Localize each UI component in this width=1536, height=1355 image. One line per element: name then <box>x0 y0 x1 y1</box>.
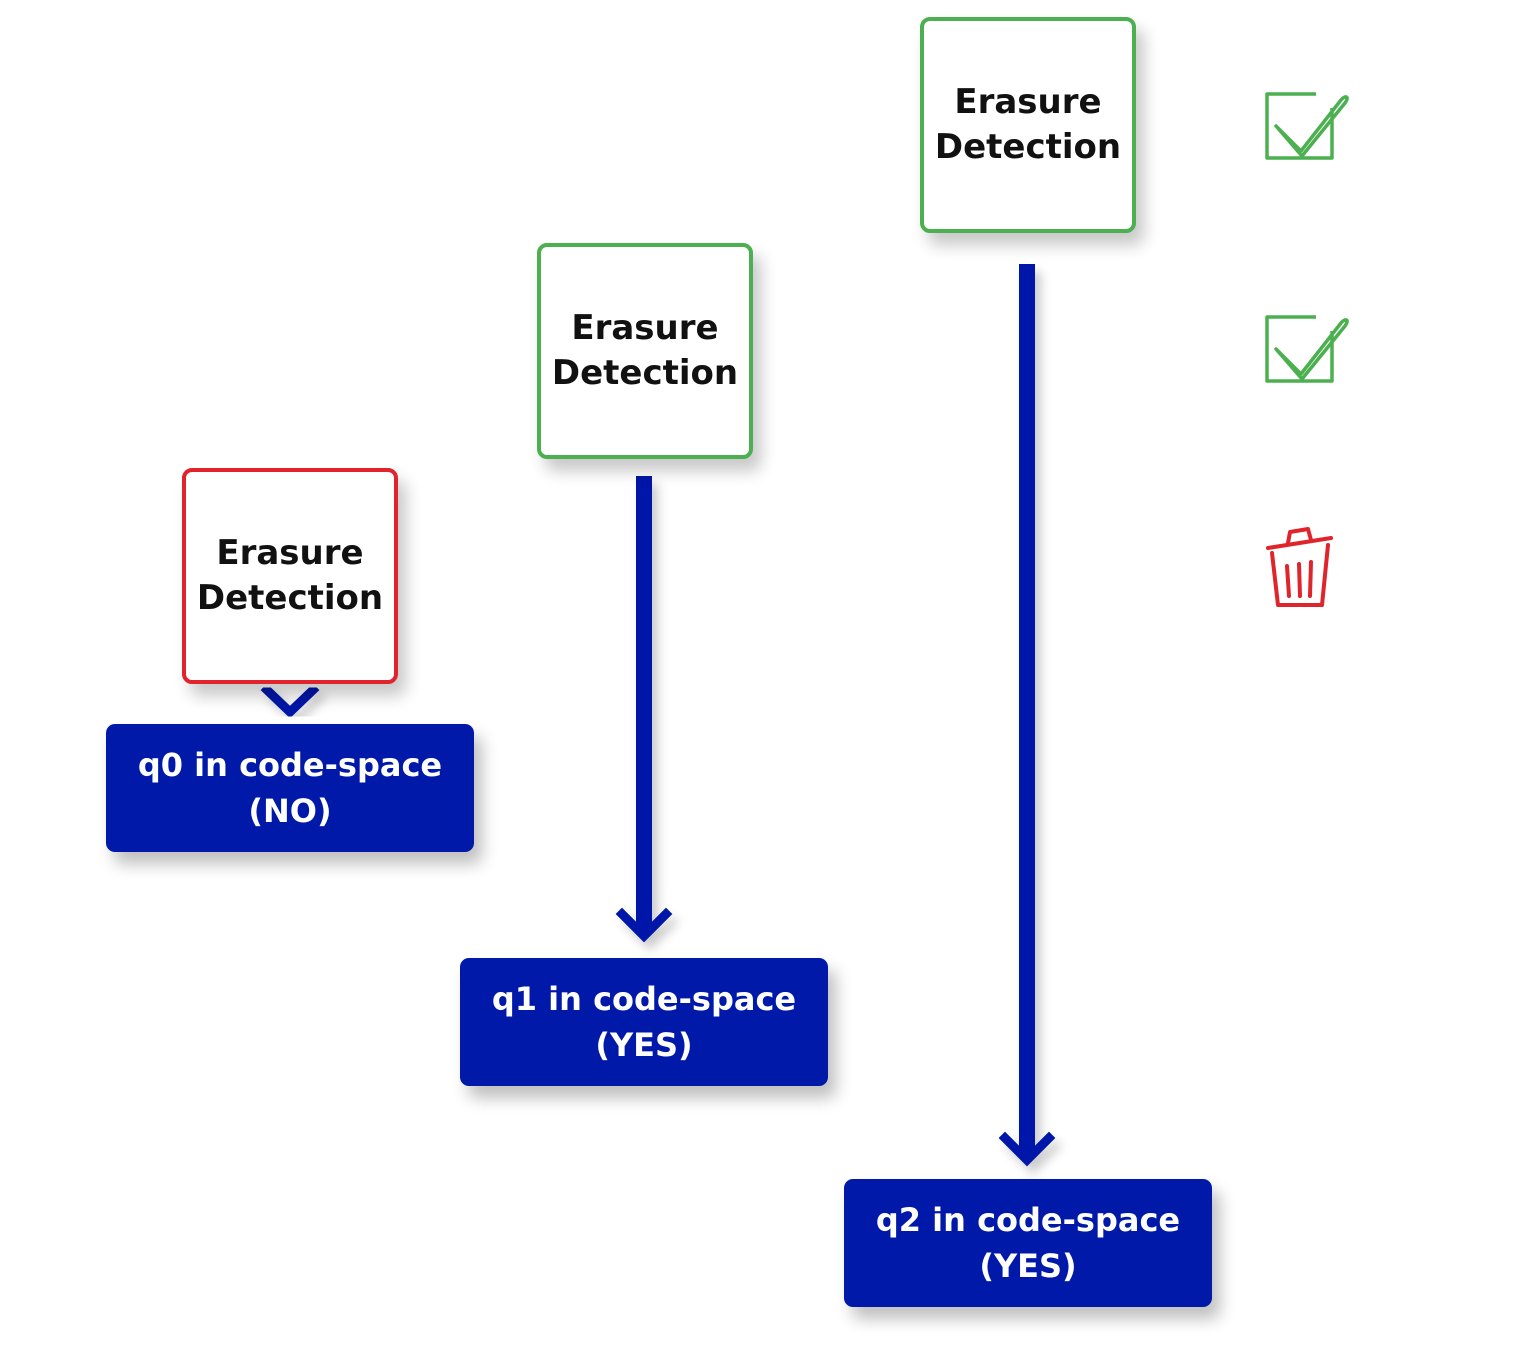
arrow-q1 <box>615 476 673 943</box>
code-space-result-q2: q2 in code-space (YES) <box>844 1179 1212 1307</box>
trash-icon <box>1266 527 1333 607</box>
result-label: q0 in code-space <box>137 746 443 784</box>
checkmark-icon <box>1265 315 1349 383</box>
result-label: q1 in code-space <box>491 980 797 1018</box>
erasure-detection-label: Erasure Detection <box>551 308 739 393</box>
code-space-result-q0: q0 in code-space (NO) <box>106 724 474 852</box>
code-space-result-q1: q1 in code-space (YES) <box>460 958 828 1086</box>
arrow-q0 <box>260 683 320 719</box>
result-verdict: (YES) <box>595 1026 693 1064</box>
arrow-q2 <box>998 264 1056 1167</box>
erasure-detection-label: Erasure Detection <box>196 533 384 618</box>
result-verdict: (NO) <box>248 792 332 830</box>
erasure-detection-box-q0: Erasure Detection <box>182 468 398 684</box>
checkmark-icon <box>1265 92 1349 160</box>
erasure-detection-box-q2: Erasure Detection <box>920 17 1136 233</box>
result-verdict: (YES) <box>979 1247 1077 1285</box>
erasure-detection-label: Erasure Detection <box>934 82 1122 167</box>
result-label: q2 in code-space <box>875 1201 1181 1239</box>
erasure-detection-box-q1: Erasure Detection <box>537 243 753 459</box>
